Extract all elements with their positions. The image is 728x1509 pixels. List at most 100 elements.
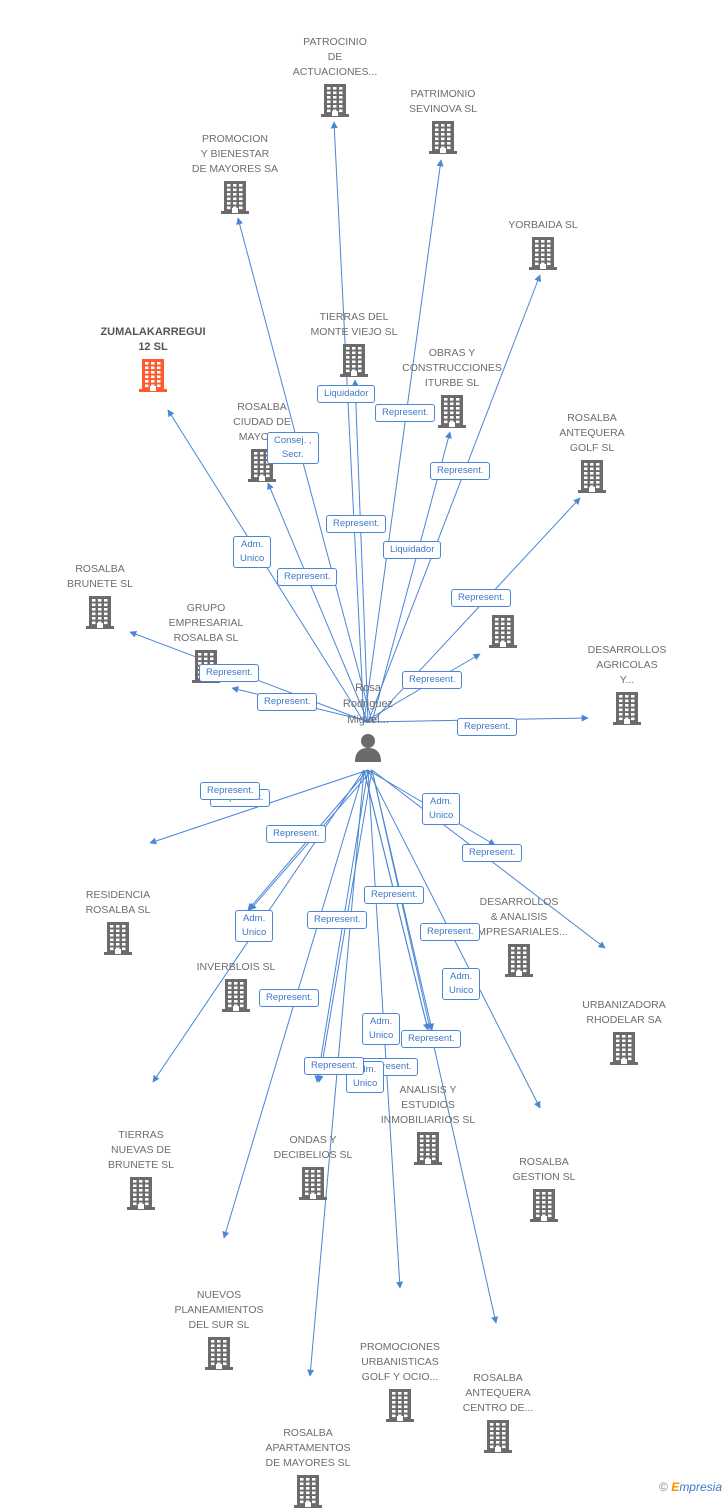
brand-logo-e: E	[671, 1480, 680, 1494]
building-icon	[438, 395, 466, 428]
company-node-desarrollos-agricolas[interactable]: DESARROLLOS AGRICOLAS Y...	[567, 643, 687, 726]
building-icon	[205, 1337, 233, 1370]
company-node-analisis[interactable]: ANALISIS Y ESTUDIOS INMOBILIARIOS SL	[368, 1083, 488, 1166]
company-name: GRUPO EMPRESARIAL ROSALBA SL	[168, 602, 244, 644]
relation-role-label[interactable]: Represent.	[402, 671, 463, 689]
company-node-urbanizadora[interactable]: URBANIZADORA RHODELAR SA	[564, 998, 684, 1066]
company-name: ROSALBA BRUNETE SL	[67, 563, 133, 590]
relation-role-label[interactable]: Represent.	[364, 886, 425, 904]
relation-role-label[interactable]: Adm. Unico	[422, 793, 461, 825]
company-name: URBANIZADORA RHODELAR SA	[582, 999, 666, 1026]
building-icon	[529, 237, 557, 270]
relation-edge-obras	[371, 431, 452, 723]
company-node-rosalba-apartamentos[interactable]: ROSALBA APARTAMENTOS DE MAYORES SL	[248, 1426, 368, 1509]
company-name: DESARROLLOS & ANALISIS EMPRESARIALES...	[470, 896, 568, 938]
company-node-rosalba-antequera-centro[interactable]: ROSALBA ANTEQUERA CENTRO DE...	[438, 1371, 558, 1454]
relation-role-label[interactable]: Represent.	[430, 462, 491, 480]
company-name: DESARROLLOS AGRICOLAS Y...	[587, 644, 667, 686]
building-icon	[299, 1167, 327, 1200]
company-node-yorbaida[interactable]: YORBAIDA SL	[483, 218, 603, 271]
relation-role-label[interactable]: Adm. Unico	[233, 536, 272, 568]
relation-role-label[interactable]: Represent.	[199, 664, 260, 682]
relation-role-label[interactable]: Represent.	[200, 782, 261, 800]
company-node-ondas[interactable]: ONDAS Y DECIBELIOS SL	[253, 1133, 373, 1201]
building-icon	[386, 1389, 414, 1422]
relation-role-label[interactable]: Represent.	[277, 568, 338, 586]
relation-role-label[interactable]: Liquidador	[383, 541, 442, 559]
company-node-promocion[interactable]: PROMOCION Y BIENESTAR DE MAYORES SA	[175, 132, 295, 215]
company-name: PATRIMONIO SEVINOVA SL	[408, 88, 478, 115]
company-node-obras[interactable]: OBRAS Y CONSTRUCCIONES ITURBE SL	[392, 346, 512, 429]
relation-role-label[interactable]: Consej. , Secr.	[267, 432, 319, 464]
relation-role-label[interactable]: Represent.	[457, 718, 518, 736]
building-icon	[613, 692, 641, 725]
relation-role-label[interactable]: Represent.	[266, 825, 327, 843]
relation-edge-tierras_monte	[351, 379, 369, 723]
company-name: ZUMALAKARREGUI 12 SL	[100, 326, 206, 353]
relation-role-label[interactable]: Represent.	[375, 404, 436, 422]
company-node-residencia[interactable]: RESIDENCIA ROSALBA SL	[58, 888, 178, 956]
building-icon	[578, 460, 606, 493]
relation-role-label[interactable]: Adm. Unico	[346, 1061, 385, 1093]
relation-edge-yorbaida	[367, 274, 542, 723]
company-node-zumalakarregui[interactable]: ZUMALAKARREGUI 12 SL	[93, 325, 213, 393]
building-icon	[127, 1177, 155, 1210]
company-node-rosalba-brunete[interactable]: ROSALBA BRUNETE SL	[40, 562, 160, 630]
company-node-inverblois[interactable]: INVERBLOIS SL	[176, 960, 296, 1013]
relation-role-label[interactable]: Represent.	[304, 1057, 365, 1075]
company-node-nuevos[interactable]: NUEVOS PLANEAMIENTOS DEL SUR SL	[159, 1288, 279, 1371]
building-icon	[294, 1475, 322, 1508]
relation-role-label[interactable]: Liquidador	[317, 385, 376, 403]
relation-role-label[interactable]: Represent.	[307, 911, 368, 929]
building-icon	[221, 181, 249, 214]
company-node-rosalba-gestion[interactable]: ROSALBA GESTION SL	[484, 1155, 604, 1223]
company-name: ROSALBA GESTION SL	[512, 1156, 576, 1183]
relation-role-label[interactable]: Represent.	[451, 589, 512, 607]
building-icon	[414, 1132, 442, 1165]
company-node-patrimonio[interactable]: PATRIMONIO SEVINOVA SL	[383, 87, 503, 155]
person-name: Rosa Rodriguez Miguel...	[342, 682, 394, 726]
company-name: ROSALBA APARTAMENTOS DE MAYORES SL	[265, 1427, 351, 1469]
building-icon	[139, 359, 167, 392]
brand-logo-text: mpresia	[679, 1480, 722, 1494]
relation-role-label[interactable]: Adm. Unico	[362, 1013, 401, 1045]
relation-role-label[interactable]: Represent.	[259, 989, 320, 1007]
center-person[interactable]: Rosa Rodriguez Miguel...	[308, 680, 428, 762]
relation-role-label[interactable]: Represent.	[401, 1030, 462, 1048]
company-name: TIERRAS NUEVAS DE BRUNETE SL	[108, 1129, 174, 1171]
company-name: ROSALBA ANTEQUERA CENTRO DE...	[462, 1372, 534, 1414]
company-name: ROSALBA ANTEQUERA GOLF SL	[559, 412, 625, 454]
relation-role-label[interactable]: Adm. Unico	[235, 910, 274, 942]
relation-role-label[interactable]: Represent.	[257, 693, 318, 711]
building-icon	[489, 615, 517, 648]
company-node-tierras-monte[interactable]: TIERRAS DEL MONTE VIEJO SL	[294, 310, 414, 378]
building-icon	[104, 922, 132, 955]
copyright-symbol: ©	[659, 1480, 668, 1494]
relation-edge-patrimonio	[363, 159, 444, 723]
company-name: OBRAS Y CONSTRUCCIONES ITURBE SL	[402, 347, 502, 389]
building-icon	[321, 84, 349, 117]
company-node-desarrollos-analisis[interactable]: DESARROLLOS & ANALISIS EMPRESARIALES...	[459, 895, 579, 978]
building-icon	[610, 1032, 638, 1065]
company-node-patrocinio[interactable]: PATROCINIO DE ACTUACIONES...	[275, 35, 395, 118]
company-name: ONDAS Y DECIBELIOS SL	[273, 1134, 353, 1161]
company-name: PATROCINIO DE ACTUACIONES...	[292, 36, 378, 78]
brand-watermark: © Empresia	[659, 1480, 722, 1494]
relation-role-label[interactable]: Represent.	[420, 923, 481, 941]
company-name: PROMOCIONES URBANISTICAS GOLF Y OCIO...	[360, 1341, 440, 1383]
company-node-tierras-nuevas[interactable]: TIERRAS NUEVAS DE BRUNETE SL	[81, 1128, 201, 1211]
relation-role-label[interactable]: Represent.	[326, 515, 387, 533]
relation-edge-patrocinio	[330, 121, 365, 723]
relation-edge-promocion	[236, 217, 373, 723]
building-icon	[484, 1420, 512, 1453]
company-name: INVERBLOIS SL	[196, 961, 276, 973]
company-name: RESIDENCIA ROSALBA SL	[85, 889, 151, 916]
person-icon	[355, 734, 381, 762]
company-name: PROMOCION Y BIENESTAR DE MAYORES SA	[191, 133, 279, 175]
relation-role-label[interactable]: Adm. Unico	[442, 968, 481, 1000]
building-icon	[505, 944, 533, 977]
company-node-promociones[interactable]: PROMOCIONES URBANISTICAS GOLF Y OCIO...	[340, 1340, 460, 1423]
relation-role-label[interactable]: Represent.	[462, 844, 523, 862]
company-node-rosalba-antequera-golf[interactable]: ROSALBA ANTEQUERA GOLF SL	[532, 411, 652, 494]
relation-edge-rosalba_ciudad	[267, 482, 369, 723]
